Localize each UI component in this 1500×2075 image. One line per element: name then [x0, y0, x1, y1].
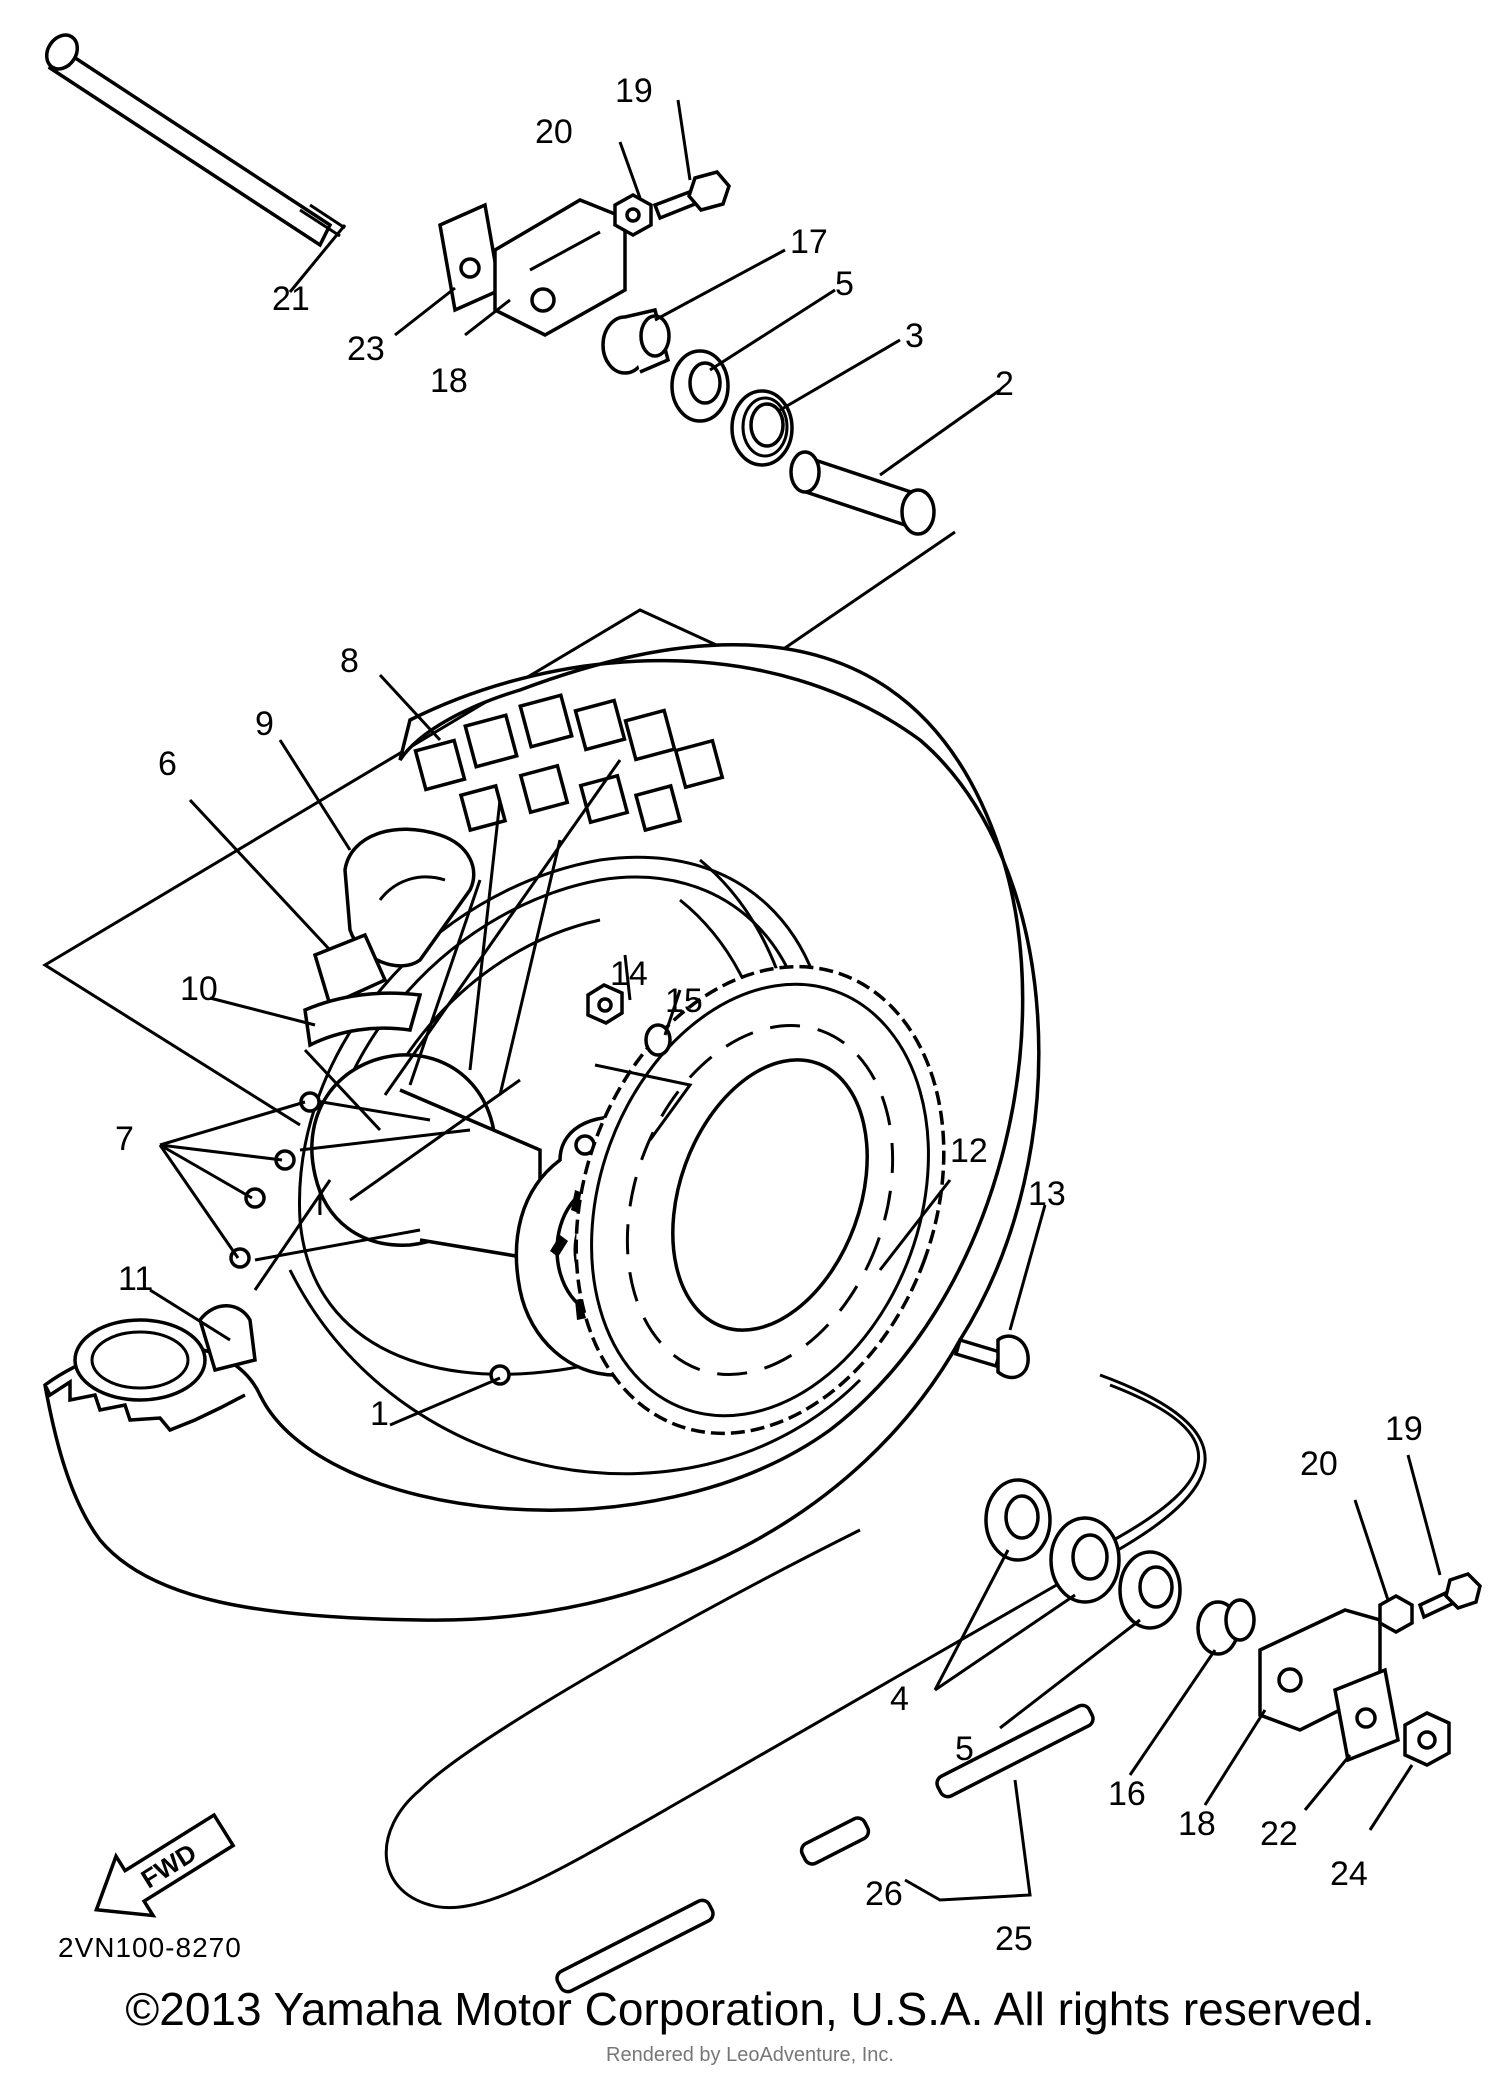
- axle: [44, 33, 346, 248]
- callout-22: 22: [1260, 1815, 1298, 1853]
- diagram-part-code: 2VN100-8270: [58, 1932, 242, 1963]
- spokes: [253, 759, 622, 1291]
- callout-23: 23: [347, 330, 385, 368]
- callout-19-top: 19: [615, 72, 653, 110]
- plate-22: [1333, 1667, 1400, 1763]
- callout-2: 2: [995, 365, 1014, 403]
- rim-band-10: [303, 991, 423, 1048]
- collar-17: [601, 307, 671, 375]
- callout-14: 14: [610, 955, 648, 993]
- callout-1: 1: [370, 1395, 389, 1433]
- callout-19-lower: 19: [1385, 1410, 1423, 1448]
- callout-labels: 1 2 3 4 5 5 6 7 8 9 10 11 12 13 14 15 16…: [115, 72, 1423, 1958]
- callout-6: 6: [158, 745, 177, 783]
- callout-9: 9: [255, 705, 274, 743]
- seal-5-lower: [1118, 1550, 1182, 1630]
- callout-13: 13: [1028, 1175, 1066, 1213]
- callout-26: 26: [865, 1875, 903, 1913]
- copyright-notice: ©2013 Yamaha Motor Corporation, U.S.A. A…: [125, 1983, 1375, 2035]
- chain-bracket: [904, 1779, 1032, 1902]
- chain-puller-left: [493, 198, 627, 337]
- callout-5-top: 5: [835, 265, 854, 303]
- master-link-26: [799, 1816, 871, 1866]
- callout-20-top: 20: [535, 113, 573, 151]
- callout-8: 8: [340, 642, 359, 680]
- collar-16: [1196, 1598, 1256, 1656]
- callout-3: 3: [905, 317, 924, 355]
- nut-20-top: [613, 192, 653, 238]
- callout-18-lower: 18: [1178, 1805, 1216, 1843]
- watermark-text: Rendered by LeoAdventure, Inc.: [606, 2044, 894, 2066]
- tire-tread-knobs: [413, 693, 725, 833]
- callout-25: 25: [995, 1920, 1033, 1958]
- nut-20-lower: [1378, 1593, 1414, 1635]
- bearing-4b: [1049, 1516, 1121, 1604]
- callout-24: 24: [1330, 1855, 1368, 1893]
- callout-11: 11: [118, 1260, 153, 1298]
- callout-12: 12: [950, 1132, 988, 1170]
- callout-4: 4: [890, 1680, 909, 1718]
- spacer-2: [789, 450, 936, 536]
- bolt-13: [953, 1334, 1030, 1380]
- sprocket-12: [574, 964, 946, 1436]
- bearing-3: [730, 389, 794, 467]
- rim-band-6: [312, 932, 388, 1008]
- callout-7: 7: [115, 1120, 134, 1158]
- callout-18-top: 18: [430, 362, 468, 400]
- fwd-arrow: FWD: [93, 1812, 236, 1918]
- chain-loop: [384, 1373, 1207, 1910]
- bolt-19-top: [652, 170, 731, 221]
- nut-washer-bracket: [594, 1063, 693, 1141]
- axle-group-bracket: [42, 530, 956, 1127]
- seal-5-top: [670, 349, 730, 423]
- bolt-19-lower: [1417, 1571, 1482, 1620]
- callout-20-lower: 20: [1300, 1445, 1338, 1483]
- callout-17: 17: [790, 223, 828, 261]
- callout-10: 10: [180, 970, 218, 1008]
- bearing-4a: [984, 1478, 1052, 1562]
- callout-21: 21: [272, 280, 310, 318]
- tire-cutaway: [43, 1318, 246, 1433]
- washer-15: [644, 1023, 672, 1057]
- chain-segment-25: [555, 1703, 1095, 1994]
- leader-lines: [149, 99, 1442, 1831]
- nut-24: [1403, 1711, 1451, 1767]
- callout-5-lower: 5: [955, 1730, 974, 1768]
- callout-15: 15: [665, 982, 703, 1020]
- callout-16: 16: [1108, 1775, 1146, 1813]
- nut-14: [586, 983, 624, 1025]
